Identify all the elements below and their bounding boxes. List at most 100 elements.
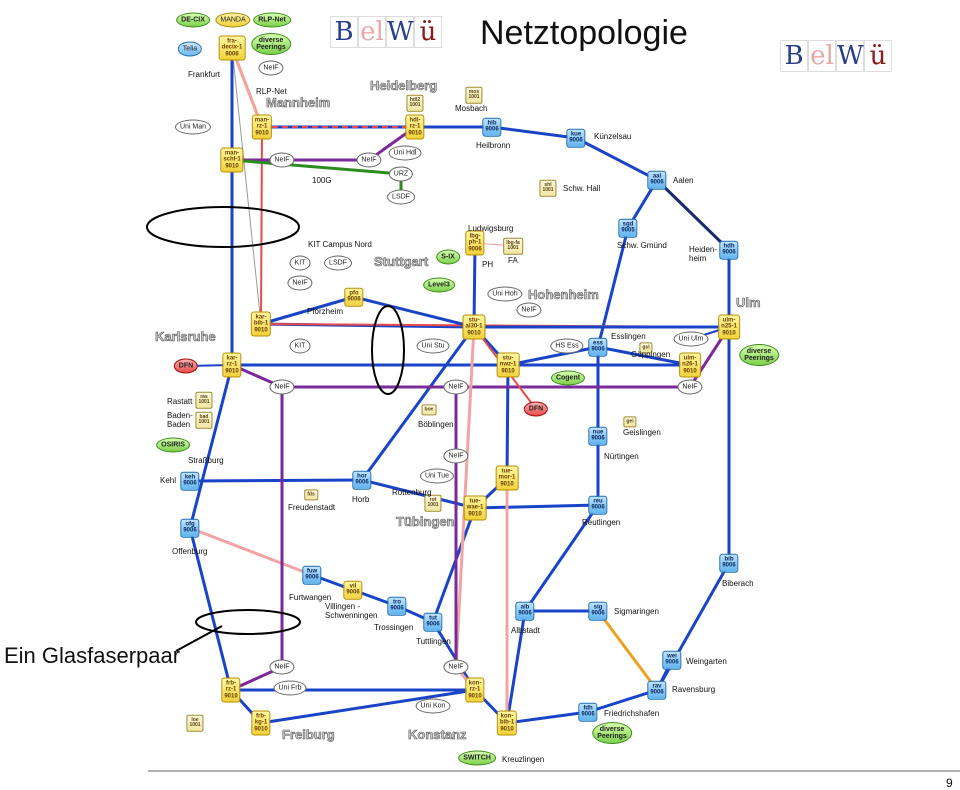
cloud-nelf-tue: NeIF: [443, 448, 469, 464]
link-kar-bib-pfo: [260, 295, 355, 326]
label-heilbronn: Heilbronn: [476, 141, 511, 150]
cloud-nelf-hd: NeIF: [356, 152, 382, 168]
link-stu-nwz-tue-mor: [505, 364, 510, 479]
fiber-pair-annotation: Ein Glasfaserpaar: [4, 643, 181, 668]
link-kar-rz-ofg: [188, 364, 234, 529]
label-trossingen: Trossingen: [374, 623, 414, 632]
cloud-nelf-kon: NeIF: [443, 659, 469, 675]
label-esslingen: Esslingen: [611, 332, 646, 341]
label-kuenzelsau: Künzelsau: [594, 132, 632, 141]
cloud-uni-hoh: Uni Hoh: [487, 286, 523, 302]
label-biberach: Biberach: [722, 579, 754, 588]
label-nuertingen: Nürtingen: [604, 452, 639, 461]
label-pforzheim: Pforzheim: [307, 307, 344, 316]
link-man-schl-urz: [231, 158, 402, 176]
label-rastatt: Rastatt: [167, 397, 193, 406]
cloud-uni-frb: Uni Frb: [273, 680, 307, 696]
link-ofg-frb-rz: [188, 527, 233, 691]
label-ph: PH: [482, 260, 494, 269]
label-geislingen: Geislingen: [623, 428, 661, 437]
cloud-uni-kon: Uni Kon: [415, 698, 451, 714]
label-freudenstadt: Freudenstadt: [288, 503, 336, 512]
cloud-nelf-hoh: NeIF: [516, 302, 542, 318]
cloud-uni-hdl: Uni Hdl: [388, 145, 422, 161]
label-schw-gmuend: Schw. Gmünd: [617, 241, 667, 250]
cloud-switch: SWITCH: [458, 750, 496, 766]
link-hor-stu-al30: [360, 326, 476, 481]
label-mosbach: Mosbach: [455, 104, 488, 113]
link-sig-rav: [596, 610, 659, 691]
link-fuw-ofg: [189, 526, 313, 577]
label-friedrichshafen: Friedrichshafen: [604, 709, 660, 718]
cloud-nelf-top: NeIF: [258, 60, 284, 76]
logo-letter: B: [330, 16, 358, 48]
label-baden-baden: Baden-Baden: [167, 411, 193, 429]
link-pfo-stu-al30: [353, 295, 475, 329]
logo-letter: W: [836, 40, 864, 72]
cloud-rlp-net-top: RLP-Net: [253, 12, 291, 28]
link-rav-bib: [655, 562, 731, 691]
logo-letter: el: [358, 16, 386, 48]
link-fra-decix-kar-bib: [231, 47, 262, 325]
cloud-nelf-man: NeIF: [269, 152, 295, 168]
logo-letter: ü: [864, 40, 892, 72]
cloud-de-cix: DE-CIX: [176, 12, 210, 28]
logo-letter: W: [386, 16, 414, 48]
annotation-pointer: [175, 625, 223, 652]
router-fds: fds: [304, 489, 318, 501]
cloud-s-ix: S-IX: [436, 249, 460, 265]
label-sigmaringen: Sigmaringen: [614, 607, 659, 616]
link-fdh-rav: [587, 688, 658, 714]
cloud-nelf-fr: NeIF: [269, 659, 295, 675]
link-tue-wae-reu: [474, 503, 599, 510]
cloud-cogent: Cogent: [550, 370, 586, 386]
router-gsl: gsl: [639, 342, 653, 354]
label-albstadt: Albstadt: [511, 626, 540, 635]
page-title: Netztopologie: [480, 14, 688, 52]
label-heidenheim: Heiden-heim: [689, 245, 718, 263]
label-aalen: Aalen: [673, 176, 694, 185]
link-aal-hdh: [655, 178, 731, 252]
label-furtwangen: Furtwangen: [289, 593, 332, 602]
cloud-lsdf-hd: LSDF: [387, 189, 415, 205]
label-villingen: Villingen -Schwenningen: [325, 602, 378, 620]
cloud-dfn-stu: DFN: [523, 401, 549, 417]
cloud-uni-man: Uni Man: [174, 119, 212, 135]
city-stuttgart: Stuttgart: [374, 254, 429, 270]
cloud-kit2: KIT: [289, 338, 311, 354]
cloud-uni-ulm: Uni Ulm: [673, 331, 709, 347]
label-weingarten: Weingarten: [686, 657, 727, 666]
